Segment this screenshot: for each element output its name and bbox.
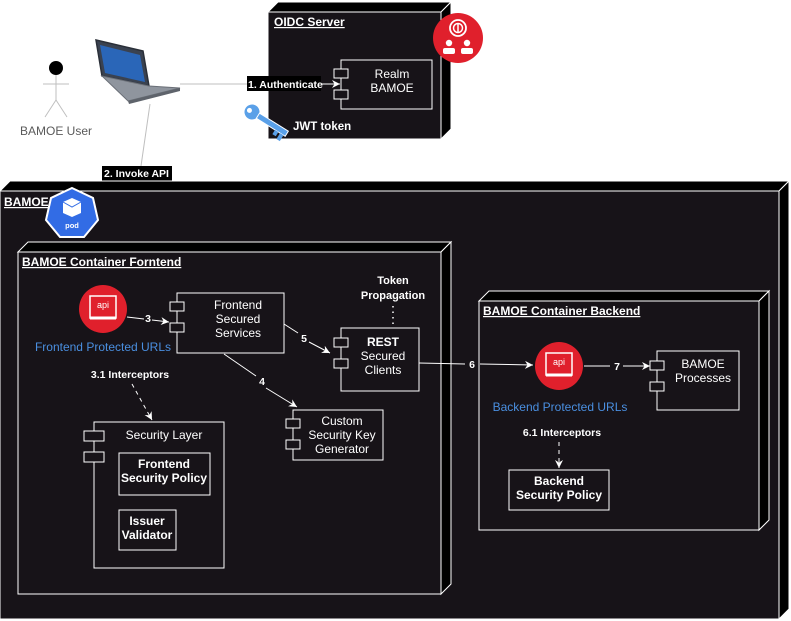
backend-protected-urls-label: Backend Protected URLs xyxy=(493,400,628,414)
issuer-validator-box xyxy=(118,509,177,551)
interceptors-6-1-label: 6.1 Interceptors xyxy=(523,427,601,439)
frontend-policy-line2: Security Policy xyxy=(121,471,207,485)
edge-5-label: 5 xyxy=(301,333,307,345)
rest-clients-line3: Clients xyxy=(365,363,402,377)
realm-label-line1: Realm xyxy=(375,67,410,81)
backend-container-title: BAMOE Container Backend xyxy=(483,304,640,318)
edge-4-label: 4 xyxy=(259,376,265,388)
frontend-services-line1: Frontend xyxy=(214,298,262,312)
kubernetes-pod-icon: pod xyxy=(44,186,100,238)
backend-policy-line2: Security Policy xyxy=(516,488,602,502)
key-generator-line1: Custom xyxy=(321,414,362,428)
bamoe-title: BAMOE xyxy=(4,195,49,209)
key-generator-line3: Generator xyxy=(315,442,369,456)
frontend-protected-urls-label: Frontend Protected URLs xyxy=(35,340,171,354)
jwt-key-icon xyxy=(243,103,290,142)
frontend-services-line3: Services xyxy=(215,326,261,340)
rest-clients-line2: Secured xyxy=(361,349,406,363)
key-generator-line2: Security Key xyxy=(308,428,375,442)
backend-policy-line1: Backend xyxy=(534,474,584,488)
rest-secured-clients-component: REST Secured Clients xyxy=(333,327,420,392)
backend-api-icon: api xyxy=(535,342,583,390)
frontend-secured-services-component: Frontend Secured Services xyxy=(169,292,285,354)
bamoe-user-label: BAMOE User xyxy=(20,124,92,138)
security-layer-label: Security Layer xyxy=(126,428,203,442)
security-layer-component: Security Layer Frontend Security Policy … xyxy=(83,421,225,569)
jwt-token-label: JWT token xyxy=(293,121,351,133)
frontend-api-icon: api xyxy=(79,285,127,333)
identity-fingerprint-icon xyxy=(433,13,483,63)
token-propagation-line2: Propagation xyxy=(361,290,425,302)
frontend-security-policy-box xyxy=(118,452,211,496)
edge-3-label: 3 xyxy=(145,313,151,325)
token-propagation-line1: Token xyxy=(377,275,409,287)
interceptors-3-1-label: 3.1 Interceptors xyxy=(91,369,169,381)
frontend-policy-line1: Frontend xyxy=(138,457,190,471)
custom-key-generator-component: Custom Security Key Generator xyxy=(285,409,384,461)
processes-line1: BAMOE xyxy=(681,357,724,371)
pod-label: pod xyxy=(65,221,79,230)
authenticate-label: 1. Authenticate xyxy=(248,79,323,91)
bamoe-processes-component: BAMOE Processes xyxy=(649,350,740,411)
laptop-icon xyxy=(95,39,181,104)
frontend-api-text: api xyxy=(97,300,109,310)
issuer-line1: Issuer xyxy=(129,514,165,528)
issuer-line2: Validator xyxy=(122,528,173,542)
edge-7-label: 7 xyxy=(614,361,620,373)
frontend-services-line2: Secured xyxy=(216,312,261,326)
processes-line2: Processes xyxy=(675,371,731,385)
backend-security-policy-box: Backend Security Policy xyxy=(508,469,610,511)
edge-6-label: 6 xyxy=(469,359,475,371)
realm-label-line2: BAMOE xyxy=(370,81,413,95)
bamoe-user-actor xyxy=(43,61,69,118)
invoke-api-label: 2. Invoke API xyxy=(104,168,169,180)
realm-bamoe-component: Realm BAMOE xyxy=(333,59,433,110)
rest-clients-line1: REST xyxy=(367,335,400,349)
frontend-container-title: BAMOE Container Forntend xyxy=(22,255,181,269)
backend-api-text: api xyxy=(553,357,565,367)
backend-container-node: BAMOE Container Backend xyxy=(477,289,771,532)
oidc-server-title: OIDC Server xyxy=(274,15,345,29)
